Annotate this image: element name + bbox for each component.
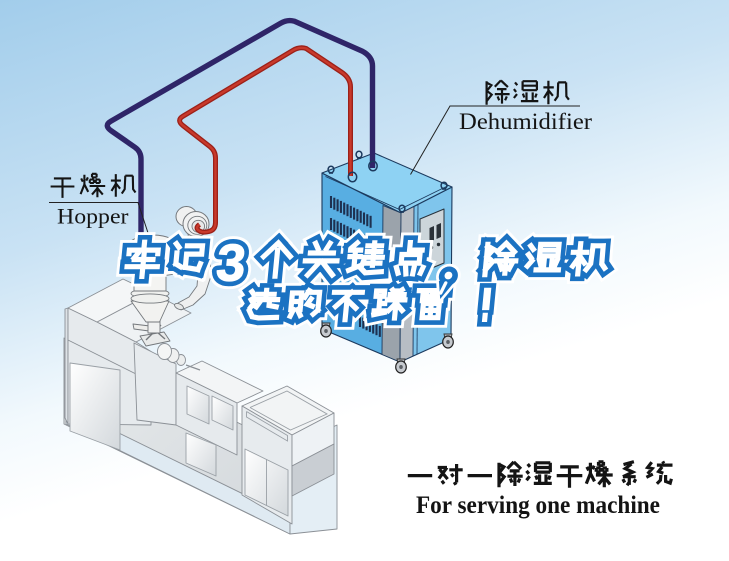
svg-text:3: 3 [214,235,248,293]
svg-text:Dehumidifier: Dehumidifier [459,109,592,134]
svg-text:Hopper: Hopper [57,204,129,229]
svg-text:For serving one machine: For serving one machine [416,492,660,519]
